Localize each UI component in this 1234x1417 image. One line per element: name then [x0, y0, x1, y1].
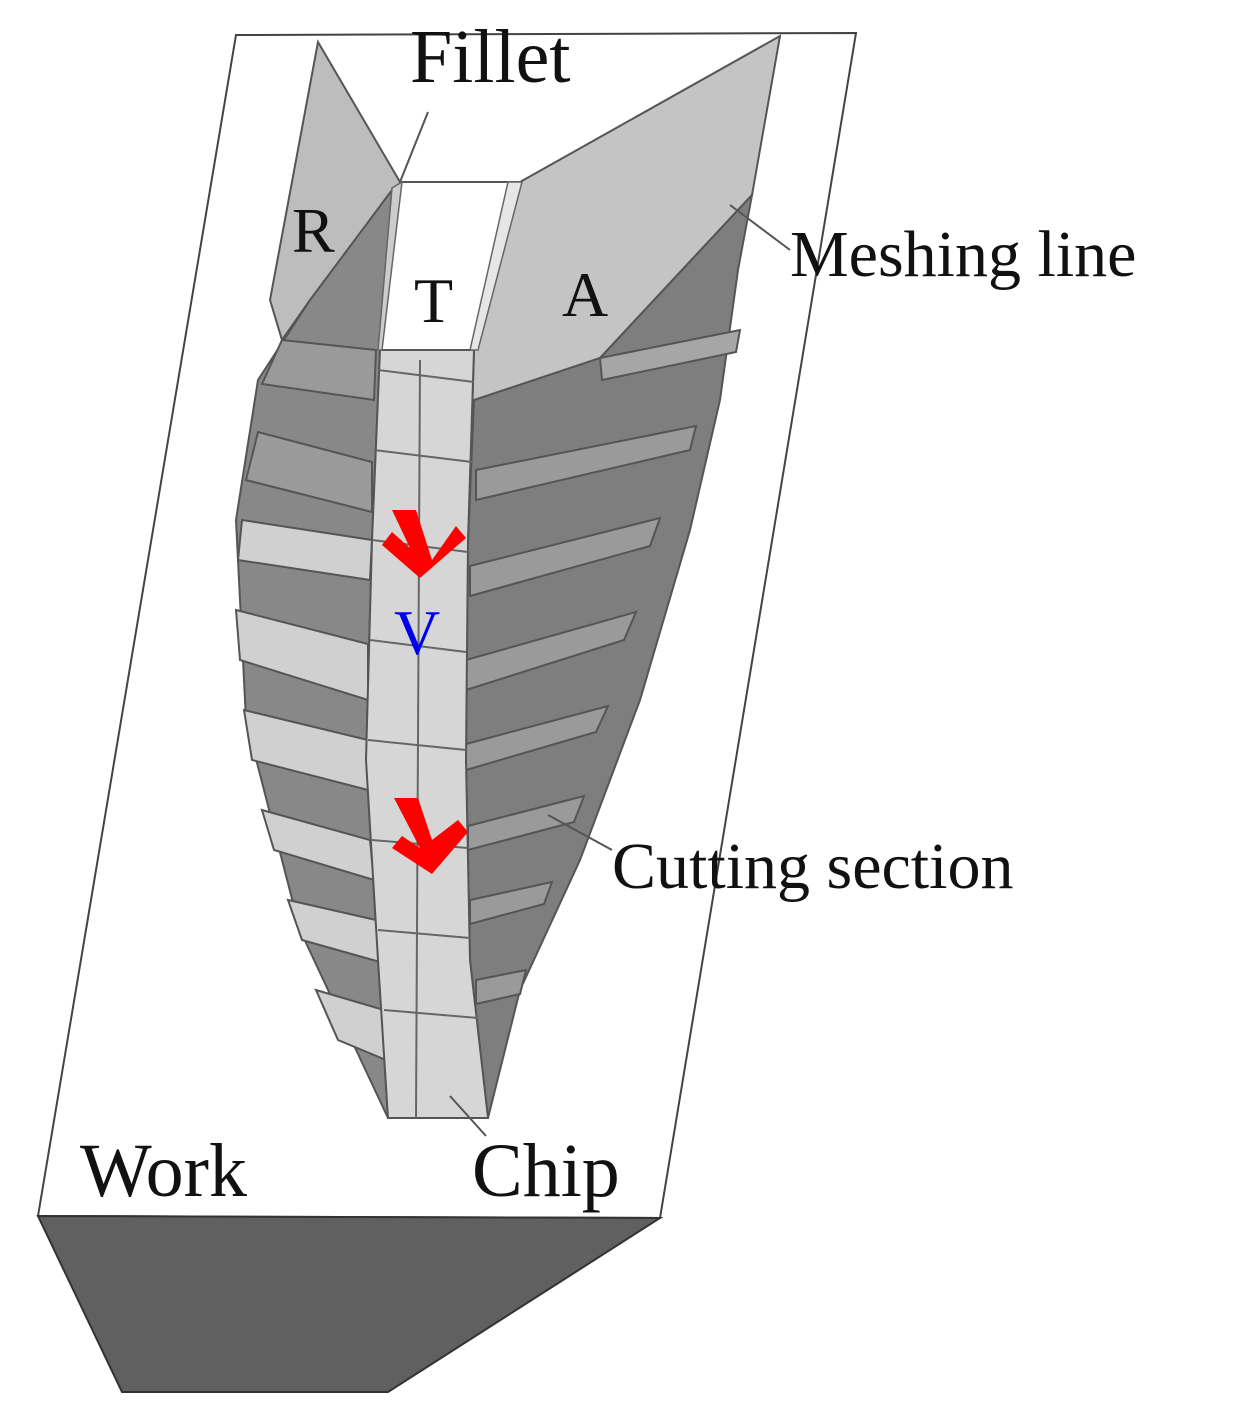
feed-arrow-upper: [382, 510, 466, 578]
feed-arrow-lower: [392, 798, 468, 874]
label-velocity: V: [394, 597, 440, 668]
label-t: T: [414, 265, 453, 336]
label-fillet: Fillet: [410, 15, 570, 99]
label-cutting-section: Cutting section: [612, 830, 1013, 903]
label-work: Work: [80, 1129, 247, 1213]
fillet-edge-right: [469, 181, 523, 351]
left-cutting-bands: [234, 338, 388, 1062]
label-meshing-line: Meshing line: [790, 218, 1136, 291]
label-a: A: [562, 259, 608, 330]
label-r: R: [292, 195, 335, 266]
right-cutting-bands: [465, 328, 742, 1006]
fillet-edge-left: [377, 180, 403, 351]
work-side-face: [36, 1214, 664, 1393]
label-chip: Chip: [472, 1129, 620, 1213]
leader-lines: [399, 111, 791, 1137]
